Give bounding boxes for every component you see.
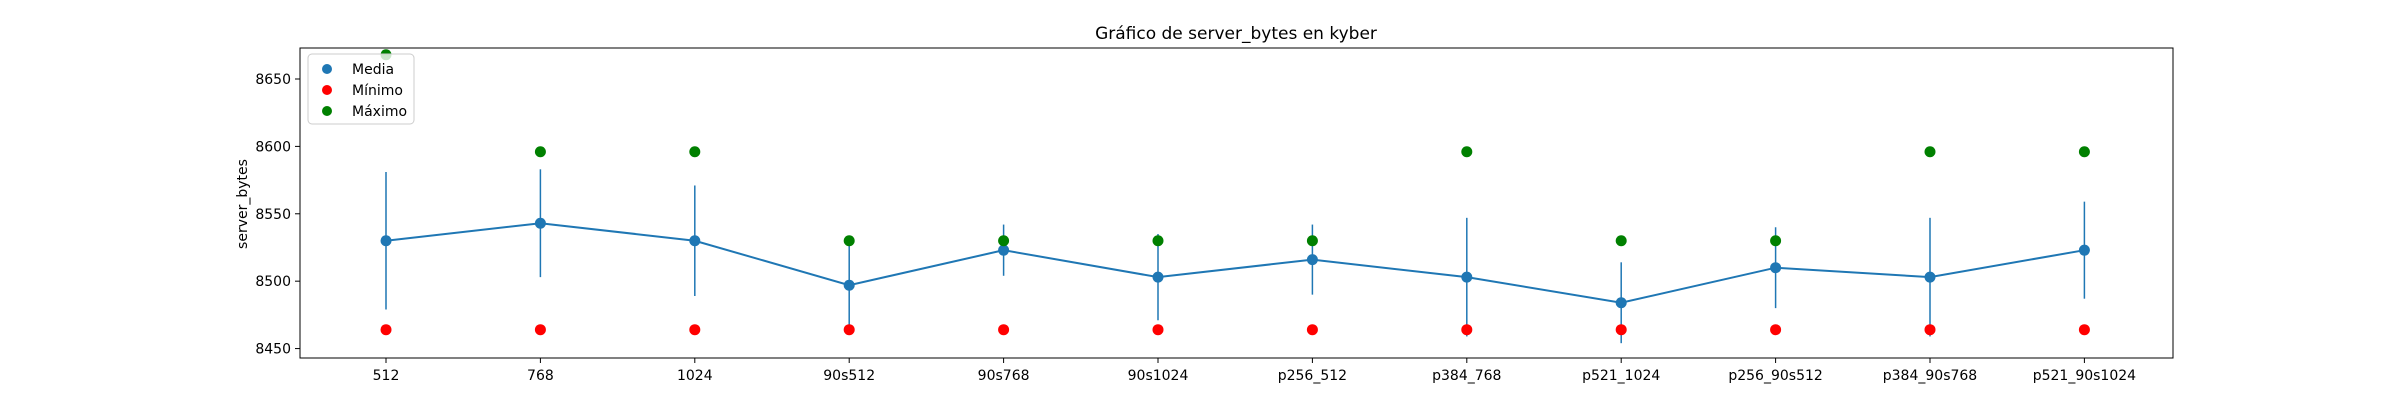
min-point xyxy=(1770,324,1782,336)
x-tick-label: p521_1024 xyxy=(1582,368,1660,384)
max-point xyxy=(1924,146,1936,158)
x-tick-label: p256_90s512 xyxy=(1728,368,1822,384)
min-point xyxy=(2078,324,2090,336)
legend-marker xyxy=(322,85,332,95)
y-tick-label: 8600 xyxy=(255,139,291,155)
plot-area xyxy=(380,49,2090,344)
x-tick-label: 768 xyxy=(527,368,554,384)
legend-marker xyxy=(322,106,332,116)
max-point xyxy=(1770,235,1782,247)
max-point xyxy=(689,146,701,158)
x-tick-label: p256_512 xyxy=(1278,368,1347,384)
x-tick-label: p384_768 xyxy=(1432,368,1501,384)
x-tick-label: 90s512 xyxy=(823,368,875,384)
max-point xyxy=(1461,146,1473,158)
legend-label: Máximo xyxy=(352,104,407,120)
min-point xyxy=(380,324,392,336)
x-tick-label: 1024 xyxy=(677,368,713,384)
chart-title: Gráfico de server_bytes en kyber xyxy=(1095,24,1377,44)
y-tick-label: 8450 xyxy=(255,342,291,358)
min-point xyxy=(1306,324,1318,336)
min-point xyxy=(534,324,546,336)
y-tick-label: 8550 xyxy=(255,207,291,223)
mean-point xyxy=(534,217,546,229)
min-point xyxy=(998,324,1010,336)
max-point xyxy=(843,235,855,247)
mean-point xyxy=(2078,244,2090,256)
y-axis-label: server_bytes xyxy=(235,159,251,249)
x-tick-label: p521_90s1024 xyxy=(2033,368,2136,384)
mean-point xyxy=(1924,271,1936,283)
x-axis: 512 768 1024 90s512 90s768 90s1024 p256_512 p38… xyxy=(373,358,2136,384)
min-point xyxy=(1152,324,1164,336)
min-point xyxy=(843,324,855,336)
min-point xyxy=(689,324,701,336)
legend-label: Media xyxy=(352,62,394,78)
max-point xyxy=(534,146,546,158)
mean-point xyxy=(380,235,392,247)
y-tick-label: 8650 xyxy=(255,72,291,88)
min-point xyxy=(1924,324,1936,336)
legend-label: Mínimo xyxy=(352,83,403,99)
x-tick-label: 90s1024 xyxy=(1128,368,1189,384)
mean-point xyxy=(1152,271,1164,283)
mean-point xyxy=(689,235,701,247)
max-point xyxy=(2078,146,2090,158)
x-tick-label: 512 xyxy=(373,368,400,384)
min-point xyxy=(1615,324,1627,336)
max-point xyxy=(1152,235,1164,247)
plot-frame xyxy=(299,47,2174,359)
x-tick-label: 90s768 xyxy=(978,368,1030,384)
legend-box xyxy=(307,53,415,125)
y-tick-label: 8500 xyxy=(255,274,291,290)
mean-point xyxy=(1461,271,1473,283)
mean-point xyxy=(998,244,1010,256)
x-tick-label: p384_90s768 xyxy=(1883,368,1977,384)
max-point xyxy=(998,235,1010,247)
max-point xyxy=(1306,235,1318,247)
legend-marker xyxy=(322,64,332,74)
mean-point xyxy=(1770,262,1782,274)
min-point xyxy=(1461,324,1473,336)
mean-line xyxy=(385,222,2085,304)
mean-point xyxy=(1306,254,1318,266)
mean-point xyxy=(843,279,855,291)
max-point xyxy=(1615,235,1627,247)
y-axis: 8450 8500 8550 8600 8650 xyxy=(255,72,300,358)
mean-point xyxy=(1615,297,1627,309)
